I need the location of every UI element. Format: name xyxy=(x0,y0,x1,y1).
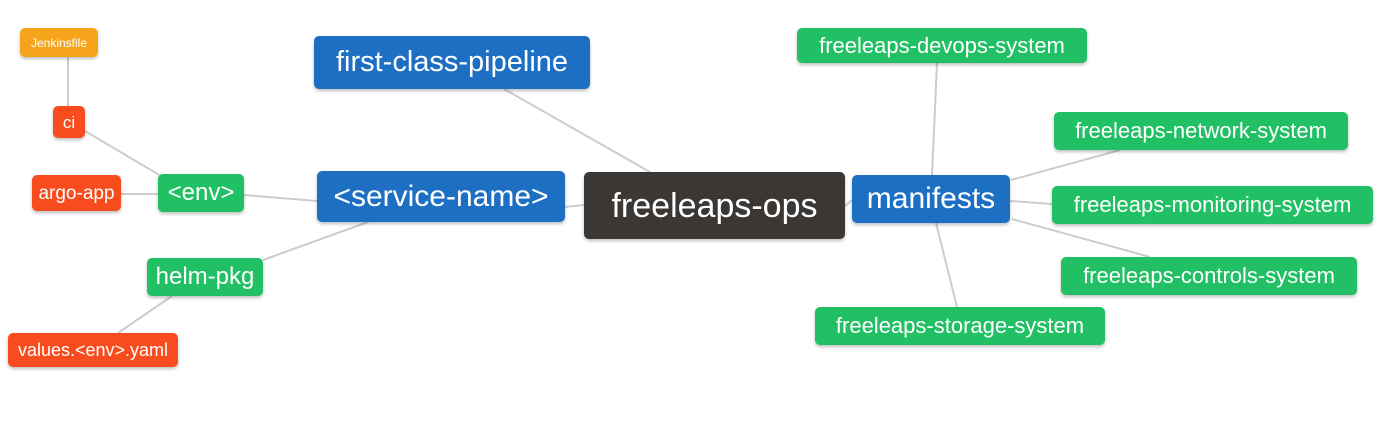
edge-env--service-name xyxy=(243,194,318,202)
edge-first-class-pipeline--freeleaps-ops xyxy=(503,88,651,173)
node-freeleaps-devops-system[interactable]: freeleaps-devops-system xyxy=(797,28,1087,63)
node-freeleaps-monitoring-system[interactable]: freeleaps-monitoring-system xyxy=(1052,186,1373,224)
edge-manifests--freeleaps-monitoring-system xyxy=(1009,200,1053,205)
node-manifests[interactable]: manifests xyxy=(852,175,1010,223)
edge-manifests--freeleaps-network-system xyxy=(1010,149,1121,181)
node-service-name[interactable]: <service-name> xyxy=(317,171,565,222)
node-freeleaps-network-system[interactable]: freeleaps-network-system xyxy=(1054,112,1348,150)
edge-freeleaps-ops--manifests xyxy=(844,199,853,207)
node-argo-app[interactable]: argo-app xyxy=(32,175,121,211)
node-jenkinsfile[interactable]: Jenkinsfile xyxy=(20,28,98,57)
edge-service-name--helm-pkg xyxy=(262,221,369,261)
node-freeleaps-ops[interactable]: freeleaps-ops xyxy=(584,172,845,239)
node-first-class-pipeline[interactable]: first-class-pipeline xyxy=(314,36,590,89)
node-ci[interactable]: ci xyxy=(53,106,85,138)
edge-service-name--freeleaps-ops xyxy=(564,204,585,208)
node-values-env-yaml[interactable]: values.<env>.yaml xyxy=(8,333,178,367)
edge-manifests--freeleaps-controls-system xyxy=(1011,218,1151,258)
edge-ci--env xyxy=(84,130,162,177)
node-env[interactable]: <env> xyxy=(158,174,244,212)
node-helm-pkg[interactable]: helm-pkg xyxy=(147,258,263,296)
edge-manifests--freeleaps-devops-system xyxy=(931,62,938,176)
node-freeleaps-storage-system[interactable]: freeleaps-storage-system xyxy=(815,307,1105,345)
edge-helm-pkg--values-env-yaml xyxy=(117,295,173,334)
node-freeleaps-controls-system[interactable]: freeleaps-controls-system xyxy=(1061,257,1357,295)
edge-manifests--freeleaps-storage-system xyxy=(935,222,958,308)
